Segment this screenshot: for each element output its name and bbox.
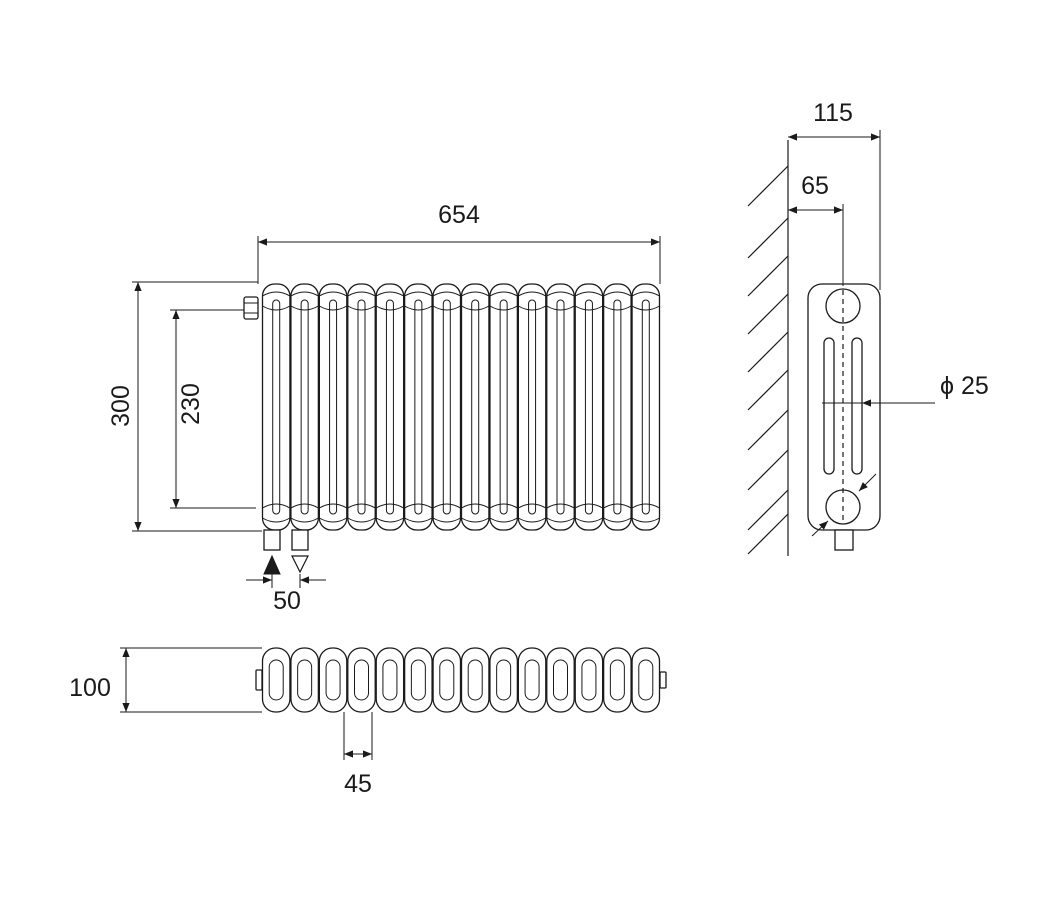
radiator-column [432, 283, 462, 531]
outlet-pipe-stub [291, 529, 309, 551]
radiator-column-top [631, 647, 661, 713]
dimension-50-label: 50 [273, 587, 301, 615]
flow-out-symbol [291, 555, 309, 574]
dimension-50: 50 [246, 574, 326, 615]
radiator-column-top-inner [268, 659, 284, 701]
radiator-column-top-inner [325, 659, 341, 701]
dimension-65: 65 [788, 172, 844, 286]
dimension-diameter: ϕ 25 [811, 372, 989, 537]
bleed-valve-icon [243, 296, 259, 320]
radiator-column-top [546, 647, 575, 713]
inlet-pipe-stub [263, 529, 281, 551]
radiator-column [489, 283, 519, 531]
radiator-column [460, 283, 490, 531]
radiator-column-top-inner [581, 659, 597, 701]
radiator-column-top-inner [553, 659, 568, 701]
radiator-column-top-inner [410, 659, 426, 701]
radiator-column-top-inner [297, 659, 313, 701]
radiator-column-top [517, 647, 547, 713]
radiator-column-top [290, 647, 320, 713]
radiator-column [631, 283, 661, 531]
radiator-column [375, 283, 405, 531]
front-columns [261, 283, 661, 531]
dimension-65-label: 65 [801, 172, 829, 200]
radiator-column [403, 283, 433, 531]
radiator-column-top [432, 647, 462, 713]
radiator-column-top-inner [496, 659, 512, 701]
dimension-100: 100 [69, 647, 262, 713]
radiator-column-top [460, 647, 490, 713]
dimension-45-label: 45 [344, 770, 372, 798]
dimension-654-label: 654 [438, 201, 480, 229]
dimension-300: 300 [107, 281, 262, 532]
radiator-column [261, 283, 291, 531]
top-left-cap [255, 669, 263, 691]
top-view [255, 647, 667, 713]
dimension-45: 45 [343, 712, 373, 798]
radiator-column [546, 283, 575, 531]
radiator-column-top-inner [609, 659, 625, 701]
wall-hatching [747, 165, 789, 555]
dimension-300-label: 300 [107, 385, 135, 427]
top-right-cap [659, 671, 667, 689]
side-slot-left [823, 337, 835, 475]
radiator-column [602, 283, 632, 531]
radiator-column-top-inner [439, 659, 455, 701]
radiator-column-top-inner [638, 659, 654, 701]
dimension-diameter-label: ϕ 25 [940, 372, 989, 400]
radiator-column-top [347, 647, 376, 713]
radiator-column-top [574, 647, 604, 713]
radiator-column [318, 283, 348, 531]
radiator-column-top-inner [467, 659, 483, 701]
dimension-115: 115 [788, 99, 881, 290]
dimension-230-label: 230 [177, 383, 205, 425]
dimension-115-label: 115 [813, 99, 853, 127]
dimension-100-label: 100 [69, 674, 111, 702]
radiator-column-top [403, 647, 433, 713]
radiator-column-top [261, 647, 291, 713]
radiator-column-top-inner [354, 659, 369, 701]
radiator-column-top-inner [382, 659, 398, 701]
radiator-column-top [375, 647, 405, 713]
top-columns [261, 647, 661, 713]
radiator-column-top-inner [524, 659, 540, 701]
radiator-column-top [318, 647, 348, 713]
radiator-column [574, 283, 604, 531]
dimension-230: 230 [170, 309, 256, 509]
side-bottom-stub [834, 529, 854, 551]
radiator-column-top [489, 647, 519, 713]
top-header-pipe [825, 288, 861, 324]
side-view [747, 140, 881, 556]
side-slot-right [851, 337, 863, 475]
flow-in-symbol [263, 554, 281, 575]
dimension-654: 654 [257, 201, 661, 284]
radiator-column-top [602, 647, 632, 713]
radiator-column [347, 283, 376, 531]
radiator-column [290, 283, 320, 531]
front-view [243, 283, 661, 575]
radiator-column [517, 283, 547, 531]
